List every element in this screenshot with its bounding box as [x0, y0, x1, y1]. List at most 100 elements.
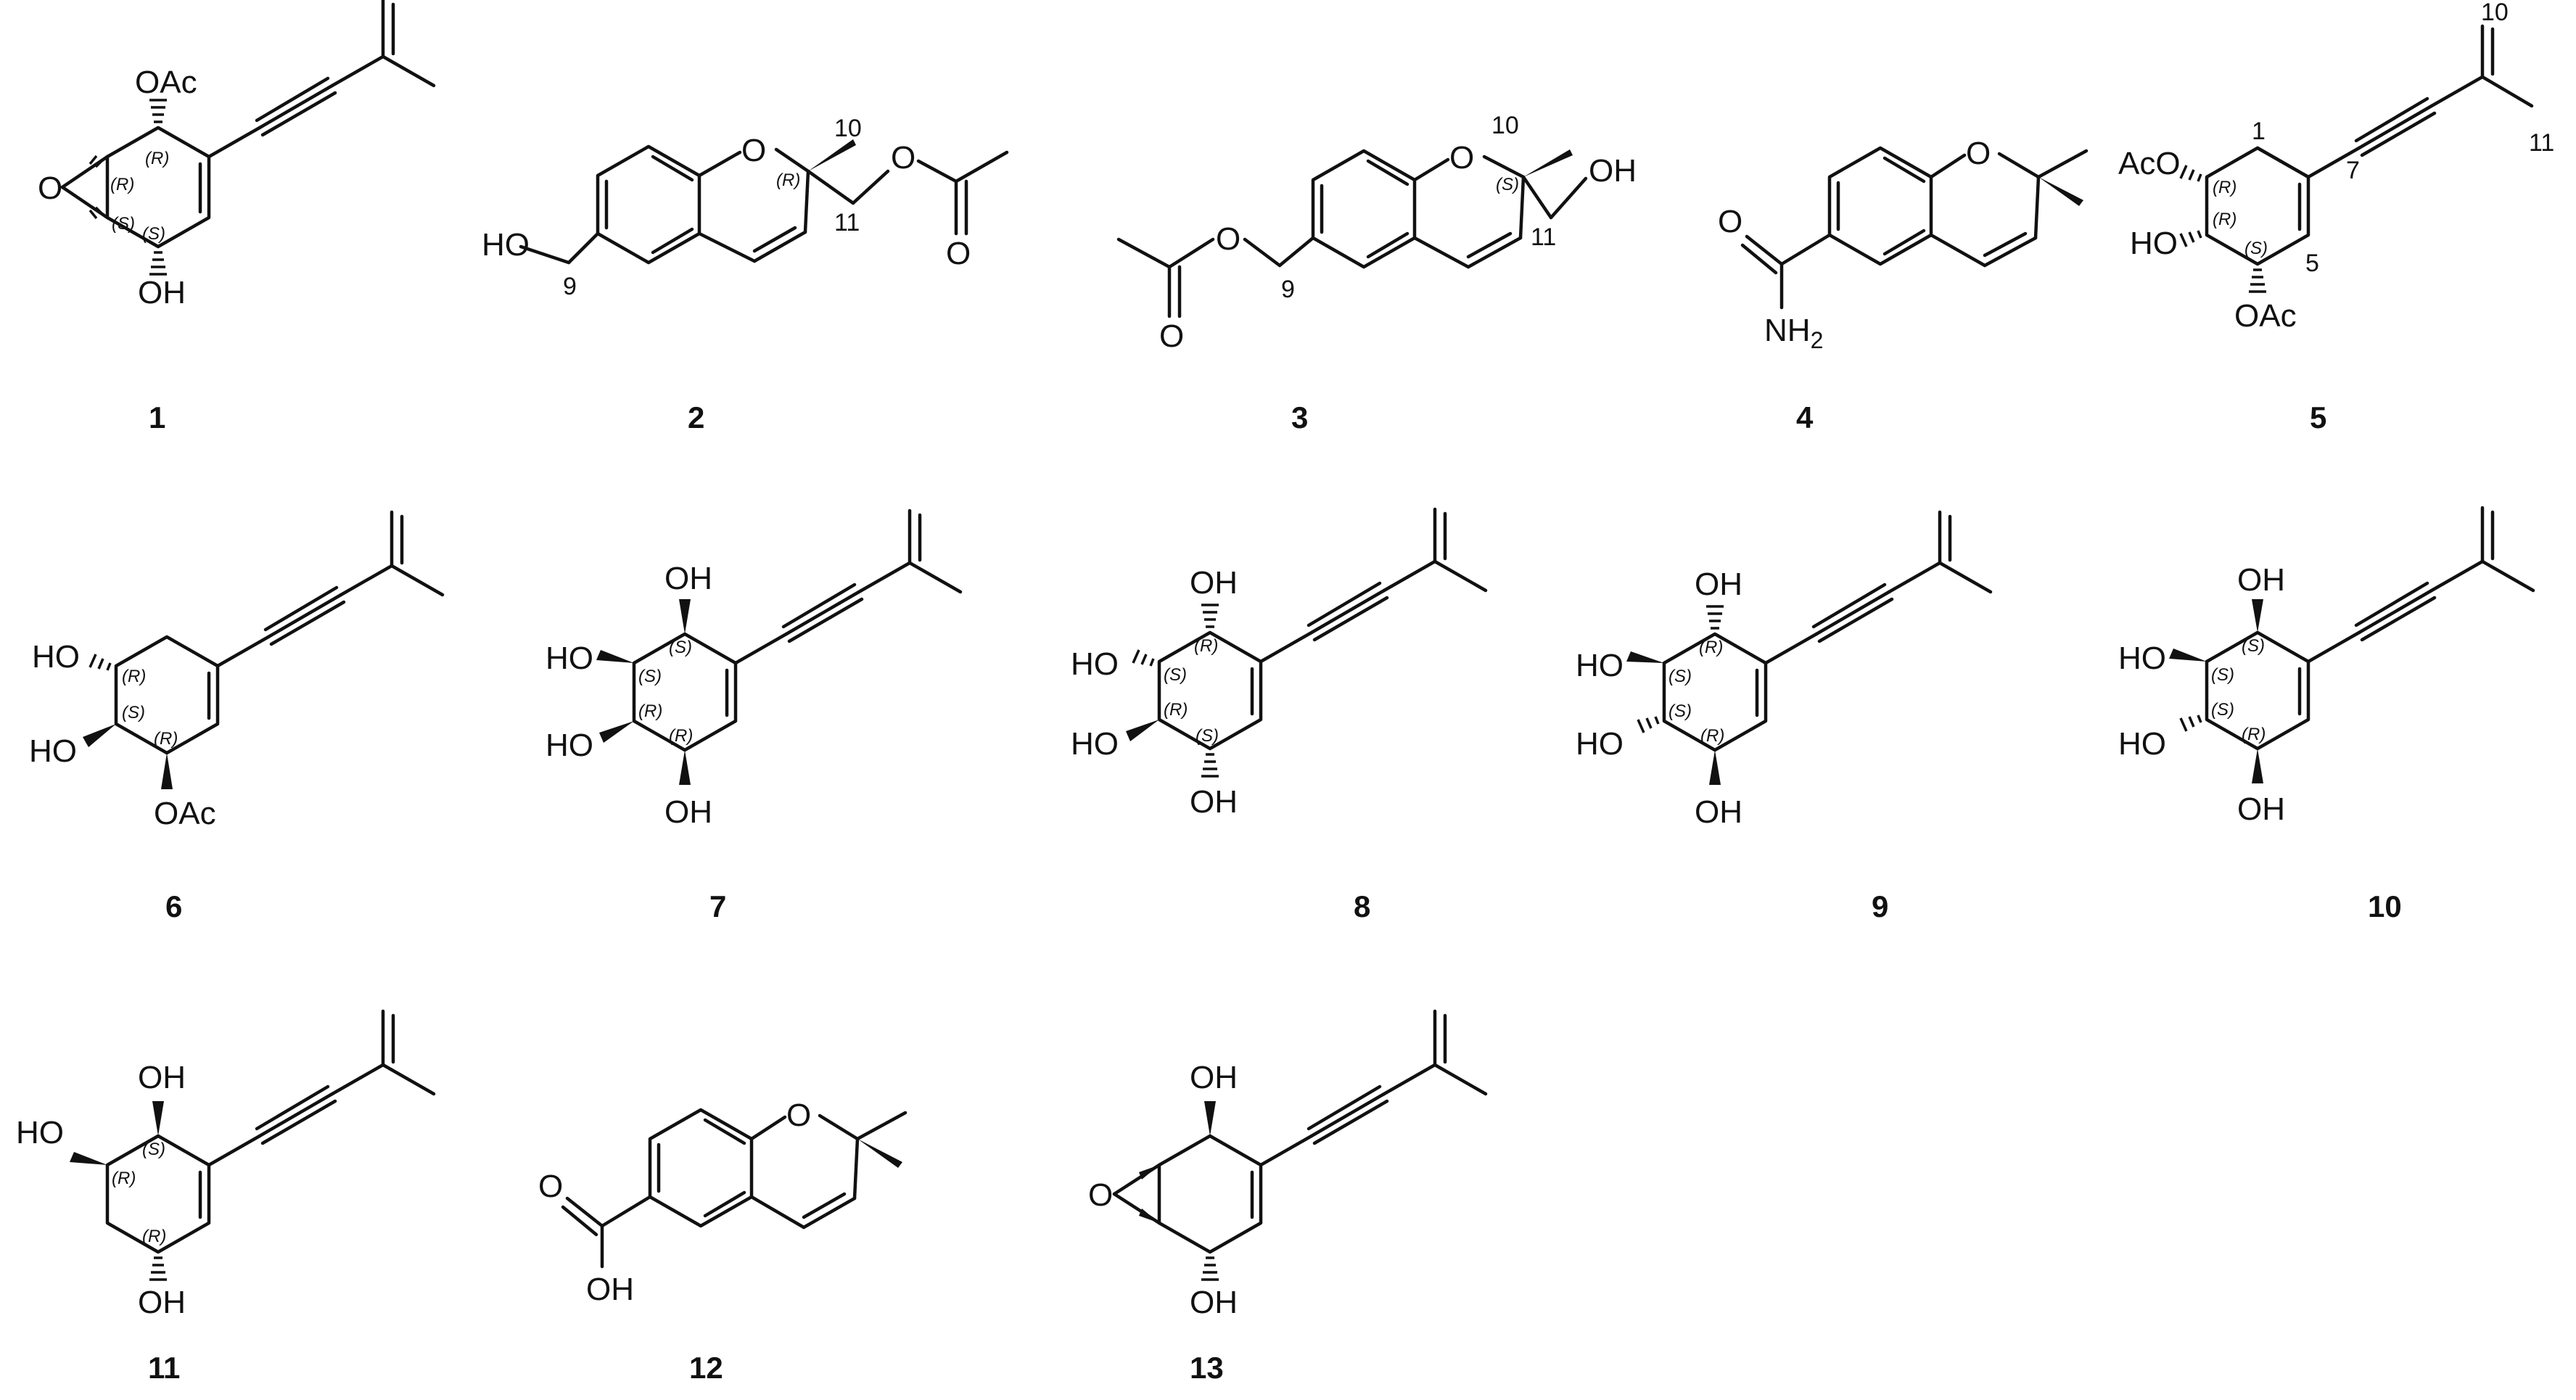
compound-5-c7-number: 7 — [2346, 157, 2360, 184]
compound-6-atom-labels: HO HO OAc — [29, 639, 216, 831]
compound-10-bonds — [2205, 506, 2535, 751]
compound-13-stereo-bonds — [1139, 1101, 1219, 1281]
compound-8-hydroxyl-left-1-label: HO — [1071, 646, 1119, 682]
compound-3-c10-number: 10 — [1491, 112, 1519, 139]
compound-3-label: 3 — [1291, 400, 1308, 435]
compound-11-hydroxyl-top-label: OH — [138, 1060, 186, 1095]
compound-5-stereo-descriptors: (R) (R) (S) — [2213, 178, 2268, 258]
compound-1-epoxide-o-label: O — [38, 170, 62, 206]
compound-8-bonds — [1157, 507, 1488, 751]
compound-6-hydroxyl-1-label: HO — [32, 639, 80, 675]
compound-10-stereo-c2: (S) — [2211, 665, 2234, 685]
compound-8-atom-labels: OH HO HO OH — [1071, 565, 1238, 820]
compound-1-stereo-c5: (S) — [112, 214, 135, 234]
compound-1-bonds — [60, 0, 436, 249]
compound-7-structure: OH HO HO OH (S) (S) (R) (R) 7 — [546, 508, 963, 923]
compound-7-stereo-c4: (R) — [669, 726, 693, 746]
compound-9-wedge-bottom — [1709, 750, 1721, 785]
compound-6-hydroxyl-2-label: HO — [29, 733, 77, 769]
compound-8-structure: OH HO HO OH (R) (S) (R) (S) 8 — [1071, 507, 1488, 923]
compound-12-carbonyl-o-label: O — [538, 1169, 563, 1204]
compound-7-wedge-left-2 — [599, 721, 634, 743]
compound-9-stereo-bonds — [1626, 605, 1724, 785]
compound-3-hydroxyl-label: OH — [1589, 153, 1637, 189]
compound-1-oh-label: OH — [138, 275, 186, 310]
compound-5-acetoxy-1-label: AcO — [2118, 146, 2181, 181]
compound-7-stereo-c2: (S) — [638, 667, 662, 686]
compound-2-c10-number: 10 — [834, 115, 862, 142]
compound-5-numbering: 10 1 7 11 5 — [2252, 0, 2554, 277]
compound-7-wedge-bottom — [679, 750, 691, 785]
compound-2-c9-number: 9 — [563, 273, 577, 300]
compound-5-hashed-bonds — [2179, 165, 2266, 293]
compound-4-atom-labels: O O NH2 — [1718, 136, 1991, 353]
compound-6-bonds — [114, 510, 445, 755]
compound-4-methyl-wedge — [2038, 177, 2083, 206]
compound-12-methyl-wedge — [857, 1139, 902, 1168]
compound-13-structure: OH O OH 13 — [1088, 1009, 1488, 1385]
compound-4-structure: O O NH2 4 — [1718, 136, 2089, 435]
compound-9-hydroxyl-left-2-label: HO — [1576, 726, 1624, 762]
compound-3-methyl-wedge — [1523, 149, 1573, 177]
compound-2-carbonyl-o-label: O — [946, 236, 971, 271]
compound-1-structure: OAc O OH (R) (R) (S) (S) 1 — [38, 0, 436, 435]
compound-1-stereo-c6: (R) — [110, 175, 134, 194]
compound-11-stereo-bonds — [70, 1101, 167, 1281]
compound-5-c10-number: 10 — [2481, 0, 2509, 26]
compound-3-stereo-c2: (S) — [1496, 175, 1519, 194]
compound-10-stereo-c4: (R) — [2242, 725, 2266, 744]
compound-11-stereo-c4: (R) — [142, 1227, 166, 1246]
compound-11-hydroxyl-left-label: HO — [16, 1115, 64, 1150]
compound-11-bonds — [105, 1009, 436, 1254]
compound-6-structure: HO HO OAc (R) (S) (R) 6 — [29, 510, 445, 923]
compound-11-wedge-top — [152, 1101, 164, 1136]
compound-10-structure: OH HO HO OH (S) (S) (S) (R) 10 — [2118, 506, 2535, 923]
compound-5-acetoxy-2-label: OAc — [2234, 298, 2297, 334]
compound-13-label: 13 — [1190, 1351, 1224, 1385]
compound-8-stereo-c3: (R) — [1164, 700, 1188, 720]
compound-2-numbering: 10 9 11 — [563, 115, 862, 300]
compound-7-hydroxyl-top-label: OH — [664, 561, 712, 596]
compound-9-stereo-c1: (R) — [1699, 638, 1723, 657]
compound-7-wedge-top — [679, 599, 691, 634]
compound-8-stereo-c1: (R) — [1194, 636, 1218, 656]
compound-7-wedge-left-1 — [596, 650, 634, 663]
compound-5-hydroxyl-label: HO — [2130, 226, 2178, 261]
compound-3-carbonyl-o-label: O — [1159, 318, 1184, 354]
compound-2-c11-number: 11 — [834, 209, 860, 236]
compound-9-hydroxyl-bottom-label: OH — [1695, 794, 1742, 830]
compound-10-label: 10 — [2368, 889, 2402, 923]
compound-6-stereo-bonds — [83, 654, 173, 789]
compound-10-hydroxyl-left-2-label: HO — [2118, 726, 2166, 762]
compound-12-ring-o-label: O — [786, 1098, 811, 1133]
compound-8-stereo-descriptors: (R) (S) (R) (S) — [1164, 636, 1219, 746]
compound-12-bonds — [561, 1108, 908, 1269]
compound-11-stereo-c2: (R) — [112, 1169, 136, 1188]
compound-8-hydroxyl-bottom-label: OH — [1190, 784, 1238, 820]
compound-3-structure: O O O OH (S) 10 9 11 3 — [1116, 112, 1637, 435]
compound-8-hydroxyl-top-label: OH — [1190, 565, 1238, 601]
compound-10-wedge-top — [2252, 599, 2263, 633]
compound-7-stereo-c1: (S) — [669, 638, 692, 657]
compound-11-wedge-left — [70, 1152, 107, 1165]
compound-6-stereo-c1: (R) — [122, 667, 146, 686]
compound-9-stereo-c2: (S) — [1668, 667, 1692, 686]
compound-7-hydroxyl-left-1-label: HO — [546, 641, 593, 676]
compound-13-hydroxyl-bottom-label: OH — [1190, 1285, 1238, 1320]
compound-1-stereo-c1: (R) — [145, 149, 169, 168]
compound-10-stereo-c3: (S) — [2211, 700, 2234, 720]
compound-7-hydroxyl-bottom-label: OH — [664, 794, 712, 830]
compound-4-amine-label: NH2 — [1764, 313, 1823, 353]
compound-9-stereo-c4: (R) — [1700, 726, 1724, 746]
compound-2-methyl-wedge — [808, 139, 856, 171]
compound-1-label: 1 — [149, 400, 165, 435]
compound-13-atom-labels: OH O OH — [1088, 1060, 1238, 1320]
compound-8-hydroxyl-wedge — [1126, 720, 1159, 741]
compound-6-acetoxy-wedge — [161, 753, 173, 789]
compound-12-atom-labels: O O OH — [538, 1098, 811, 1307]
compound-11-atom-labels: OH HO OH — [16, 1060, 186, 1320]
compound-4-bonds — [1740, 146, 2089, 310]
compound-1-oac-label: OAc — [135, 65, 197, 100]
compound-11-stereo-c1: (S) — [142, 1140, 165, 1159]
compound-3-ester-o-label: O — [1216, 221, 1240, 257]
